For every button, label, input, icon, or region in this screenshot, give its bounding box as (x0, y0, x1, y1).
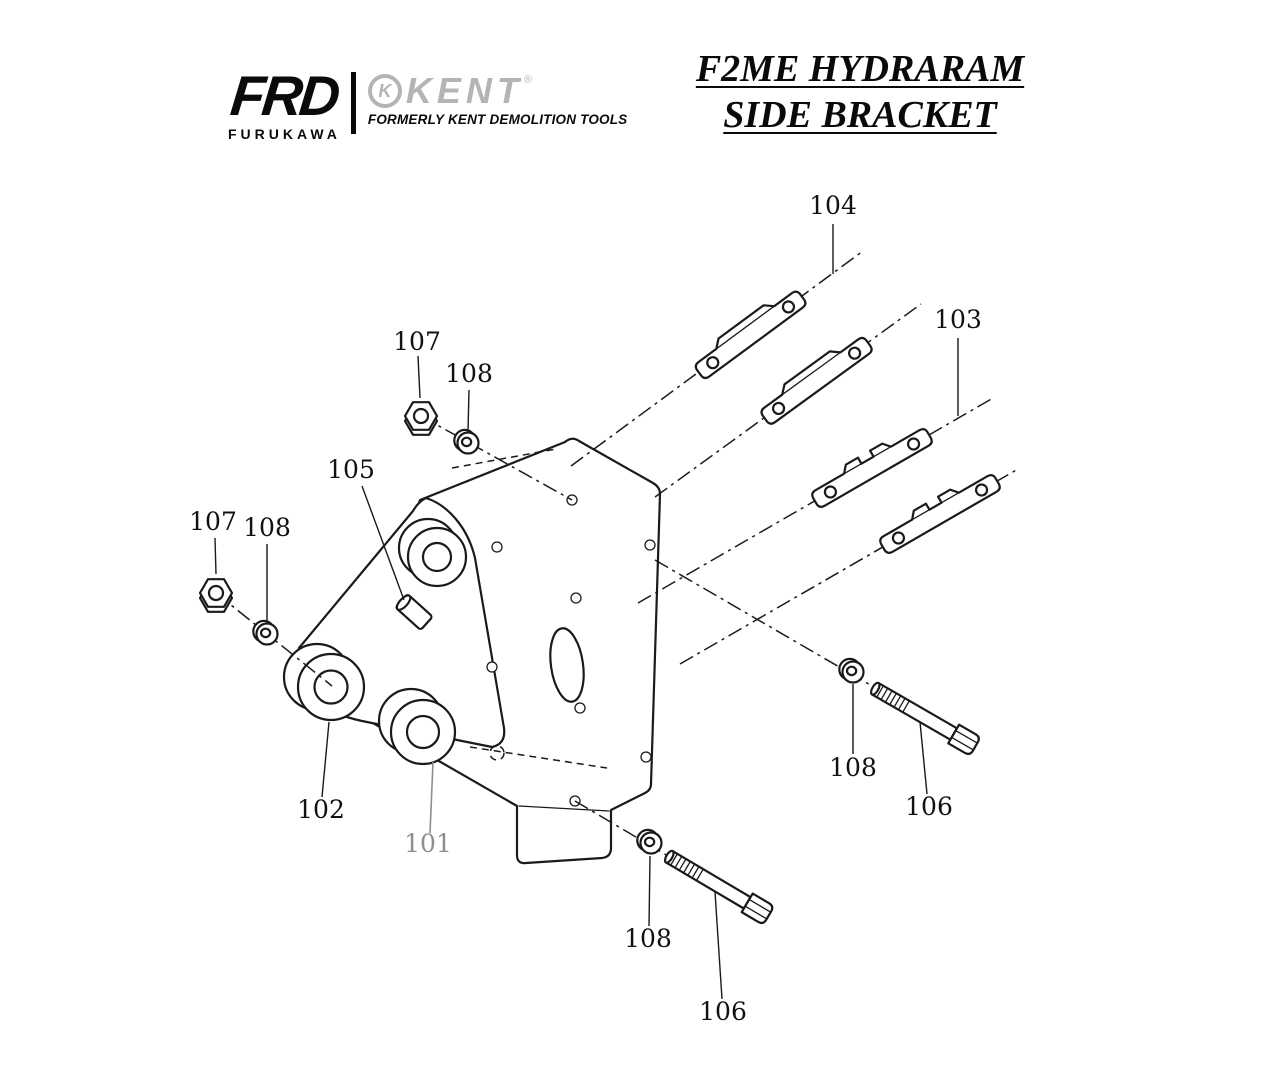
bolt-106-right (866, 676, 982, 757)
label-102: 102 (297, 795, 345, 824)
leader-106-bottom (714, 891, 723, 1000)
bushing-bottom-middle (377, 687, 457, 766)
page-title: F2ME HYDRARAM SIDE BRACKET (645, 46, 1075, 138)
bolt-106-bottom (660, 844, 776, 926)
washer-108-right (838, 657, 865, 684)
label-108-top: 108 (445, 359, 493, 388)
registered-mark: ® (523, 74, 532, 86)
label-104: 104 (809, 191, 857, 220)
label-105: 105 (327, 455, 375, 484)
kent-logo-text: KENT (405, 70, 524, 111)
label-103: 103 (934, 305, 982, 334)
leader-108-bottom (648, 855, 651, 927)
plate-tab-fold-line (518, 805, 610, 812)
pin-105 (395, 594, 433, 630)
label-106-right: 106 (905, 792, 953, 821)
kent-logo: K KENT ® FORMERLY KENT DEMOLITION TOOLS (367, 70, 628, 127)
washer-108-bottom (636, 828, 663, 855)
label-107-left: 107 (189, 507, 237, 536)
hidden-edge-lines (451, 448, 608, 769)
bushing-bottom-left (282, 642, 366, 722)
plate-slot (549, 627, 585, 703)
label-108-bottom: 108 (624, 924, 672, 953)
nut-107-left (198, 578, 234, 613)
bushing-top (397, 517, 468, 588)
brand-block: FRD FURUKAWA K KENT ® FORMERLY KENT DEMO… (228, 64, 628, 142)
leader-101 (429, 761, 434, 834)
label-107-top: 107 (393, 327, 441, 356)
nut-107-top (403, 401, 439, 436)
bracket-assembly (282, 437, 662, 865)
centerline-nut-left (215, 592, 333, 687)
washer-108-left (252, 619, 279, 646)
leader-106-right (919, 721, 928, 795)
clamp-103-a (805, 420, 935, 510)
centerline-clamp-104b (654, 303, 922, 498)
clamp-104-a (688, 282, 809, 382)
frd-logo: FRD FURUKAWA (228, 64, 341, 142)
leader-107-top (417, 355, 421, 399)
label-108-right: 108 (829, 753, 877, 782)
centerline-bolt-right (654, 559, 873, 687)
label-101: 101 (404, 829, 452, 858)
kent-tagline: FORMERLY KENT DEMOLITION TOOLS (367, 112, 628, 127)
centerline-nut-top (420, 415, 573, 501)
clamp-104-b (754, 329, 875, 427)
centerline-clamp-103b (679, 468, 1019, 665)
brand-divider (350, 72, 356, 134)
label-106-bottom: 106 (699, 997, 747, 1026)
title-line-1: F2ME HYDRARAM (695, 48, 1025, 90)
title-line-2: SIDE BRACKET (723, 94, 997, 136)
leader-105 (361, 485, 405, 601)
leader-107-left (214, 537, 217, 575)
part-labels: 104 103 107 108 105 107 108 102 101 108 … (189, 191, 982, 1026)
leader-108-top (467, 389, 470, 432)
leader-lines (214, 224, 959, 1000)
label-108-left: 108 (243, 513, 291, 542)
washer-108-top (453, 428, 480, 455)
clamp-103-b (873, 466, 1003, 556)
kent-emblem-icon: K (367, 74, 402, 108)
furukawa-label: FURUKAWA (228, 126, 341, 142)
leader-102 (321, 721, 330, 798)
